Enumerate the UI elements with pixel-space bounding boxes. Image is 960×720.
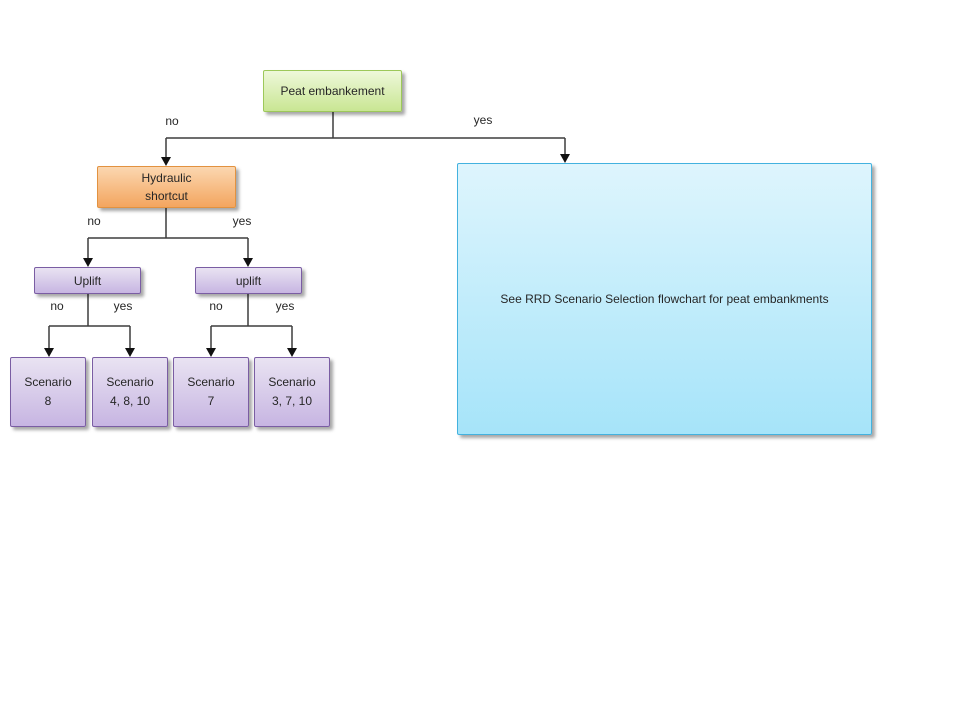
node-scenario-8-line2: 8: [44, 394, 52, 408]
node-scenario-7-line2: 7: [207, 394, 215, 408]
edge-label-hydraulic-yes: yes: [232, 214, 252, 228]
node-scenario-8: Scenario 8: [10, 357, 86, 427]
edge-label-root-no: no: [165, 114, 179, 128]
node-uplift-right-label: uplift: [235, 273, 262, 288]
edge-label-root-yes: yes: [473, 113, 493, 127]
node-uplift-left: Uplift: [34, 267, 141, 294]
node-rrd-reference-label: See RRD Scenario Selection flowchart for…: [500, 292, 829, 306]
node-uplift-left-label: Uplift: [73, 273, 102, 288]
node-scenario-7-line1: Scenario: [187, 375, 235, 389]
node-scenario-7: Scenario 7: [173, 357, 249, 427]
node-peat-embankment-label: Peat embankement: [280, 84, 385, 98]
edge-label-uplift-left-no: no: [50, 299, 64, 313]
node-scenario-3-7-10-line1: Scenario: [268, 375, 316, 389]
node-scenario-8-line1: Scenario: [24, 375, 72, 389]
connector-root-branch: [165, 112, 566, 158]
edge-label-uplift-right-no: no: [209, 299, 223, 313]
node-rrd-reference: See RRD Scenario Selection flowchart for…: [457, 163, 872, 435]
node-peat-embankment: Peat embankement: [263, 70, 402, 112]
edge-label-uplift-left-yes: yes: [113, 299, 133, 313]
node-scenario-4-8-10-line2: 4, 8, 10: [109, 394, 151, 408]
connector-hydraulic-branch: [87, 208, 249, 259]
node-hydraulic-shortcut-line1: Hydraulic: [141, 171, 192, 185]
node-scenario-4-8-10: Scenario 4, 8, 10: [92, 357, 168, 427]
node-uplift-right: uplift: [195, 267, 302, 294]
node-scenario-3-7-10: Scenario 3, 7, 10: [254, 357, 330, 427]
edge-label-hydraulic-no: no: [87, 214, 101, 228]
node-scenario-3-7-10-line2: 3, 7, 10: [271, 394, 313, 408]
node-scenario-4-8-10-line1: Scenario: [106, 375, 154, 389]
edge-label-uplift-right-yes: yes: [275, 299, 295, 313]
node-hydraulic-shortcut-line2: shortcut: [145, 189, 188, 203]
node-hydraulic-shortcut: Hydraulic shortcut: [97, 166, 236, 208]
